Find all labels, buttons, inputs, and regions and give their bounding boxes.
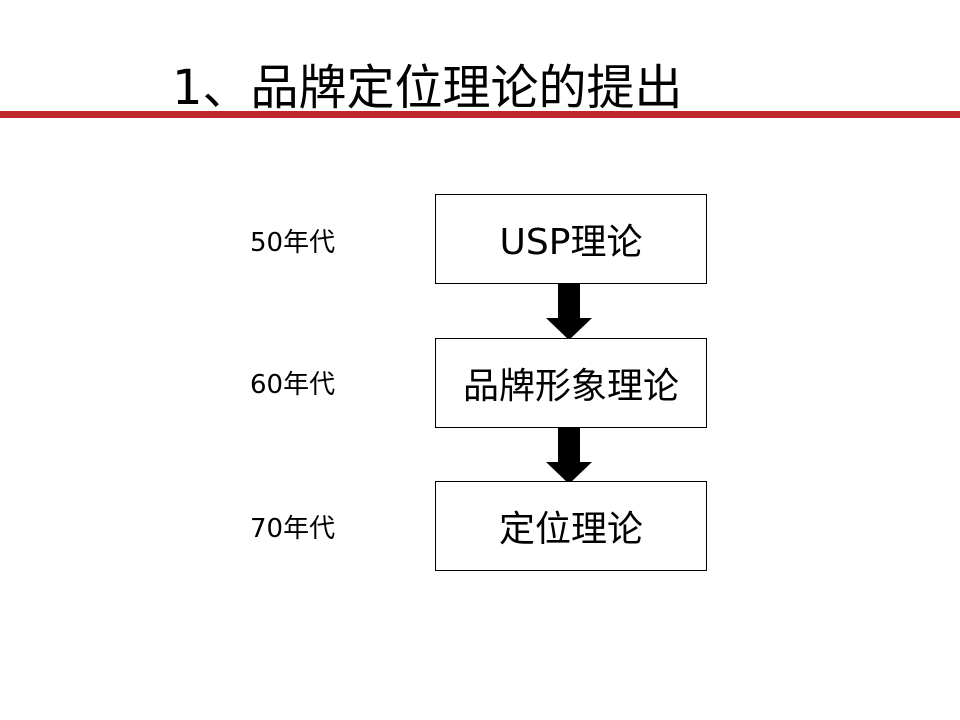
era-label-2: 60年代 — [250, 370, 336, 400]
era-label-3: 70年代 — [250, 514, 336, 544]
theory-box-3: 定位理论 — [435, 481, 707, 571]
era-label-1: 50年代 — [250, 228, 336, 258]
down-arrow-icon — [546, 284, 592, 340]
title-underline — [0, 111, 960, 118]
theory-box-1: USP理论 — [435, 194, 707, 284]
theory-box-2: 品牌形象理论 — [435, 338, 707, 428]
slide-title: 1、品牌定位理论的提出 — [172, 60, 683, 116]
down-arrow-icon — [546, 428, 592, 484]
